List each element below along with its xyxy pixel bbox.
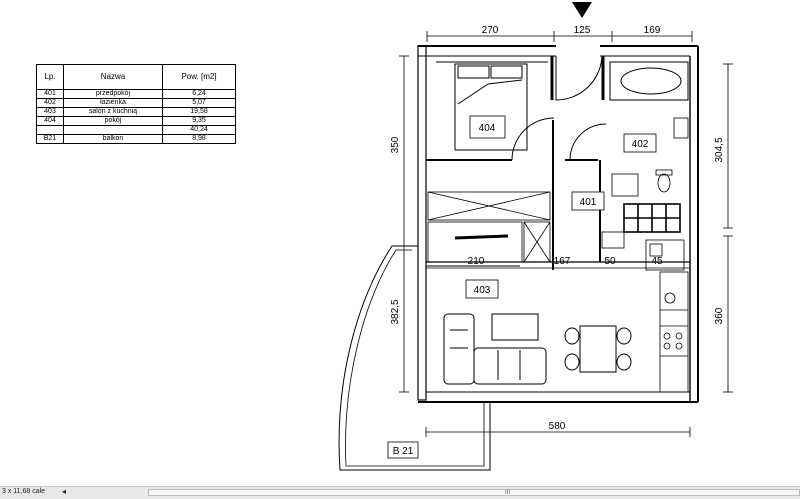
dim-top-left: 270: [482, 25, 499, 36]
horizontal-scrollbar[interactable]: III: [148, 489, 800, 496]
dim-right-lower: 360: [714, 307, 725, 324]
direction-arrow-icon: [572, 2, 592, 18]
room-404-label: 404: [479, 123, 496, 134]
dim-left-lower: 382,5: [390, 299, 401, 324]
room-403-label: 403: [474, 285, 491, 296]
room-402-label: 402: [632, 139, 649, 150]
balcony-label-box: [387, 441, 419, 459]
dim-left-upper: 350: [390, 136, 401, 153]
room-401-label-box: [571, 191, 605, 211]
door-swings: [511, 55, 607, 161]
dim-right-upper: 304,5: [714, 137, 725, 162]
bathtub-icon: [609, 61, 689, 101]
shaft-grid-icon: [623, 203, 681, 233]
toilet-icon: [655, 169, 673, 193]
scroll-left-icon[interactable]: ◂: [62, 487, 67, 496]
bottom-dimension-line: [425, 427, 691, 437]
fuse-box-icon: [601, 231, 625, 249]
right-dimension-lines: [723, 63, 733, 393]
status-bar: 3 x 11,68 cale ◂ III: [0, 486, 800, 499]
sink-icon: [673, 117, 689, 139]
washing-machine-icon: [611, 173, 639, 197]
balcony-label: B 21: [393, 446, 414, 457]
dim-bottom: 580: [549, 421, 566, 432]
sofa-icon: [443, 313, 547, 385]
dim-top-right: 169: [644, 25, 661, 36]
floor-plan-drawing: 270 125 169 350 382,5: [338, 2, 733, 471]
left-dimension-lines: [399, 55, 409, 393]
dim-inner-50: 50: [604, 256, 616, 267]
legend-area: 8,98: [162, 134, 236, 144]
coffee-table-icon: [491, 313, 539, 341]
dim-inner-45: 45: [651, 256, 663, 267]
dim-inner-210: 210: [468, 256, 485, 267]
room-404-label-box: [469, 115, 506, 139]
balcony-outline: [338, 245, 491, 471]
room-legend-table: Lp. Nazwa Pow. [m2] 401 przedpokój 6,24 …: [36, 64, 236, 144]
scrollbar-thumb[interactable]: III: [505, 490, 511, 496]
dim-inner-167: 167: [554, 256, 571, 267]
wardrobe-icon: [427, 191, 551, 263]
outer-walls: [417, 45, 699, 403]
room-401-label: 401: [580, 197, 597, 208]
kitchen-counter-icon: [659, 271, 689, 393]
room-402-label-box: [623, 133, 657, 153]
dining-table-icon: [564, 325, 632, 373]
floor-plan-canvas: Lp. Nazwa Pow. [m2] 401 przedpokój 6,24 …: [36, 2, 733, 471]
sink-kitchen-icon: [645, 239, 685, 271]
top-dimension-line: [426, 31, 693, 42]
dim-top-mid: 125: [574, 25, 591, 36]
bed-icon: [436, 61, 548, 151]
legend-row: B21 balkon 8,98: [36, 134, 236, 144]
legend-header-lp: Lp.: [36, 64, 64, 90]
room-403-label-box: [465, 279, 499, 299]
page-size-text: 3 x 11,68 cale: [2, 488, 46, 495]
